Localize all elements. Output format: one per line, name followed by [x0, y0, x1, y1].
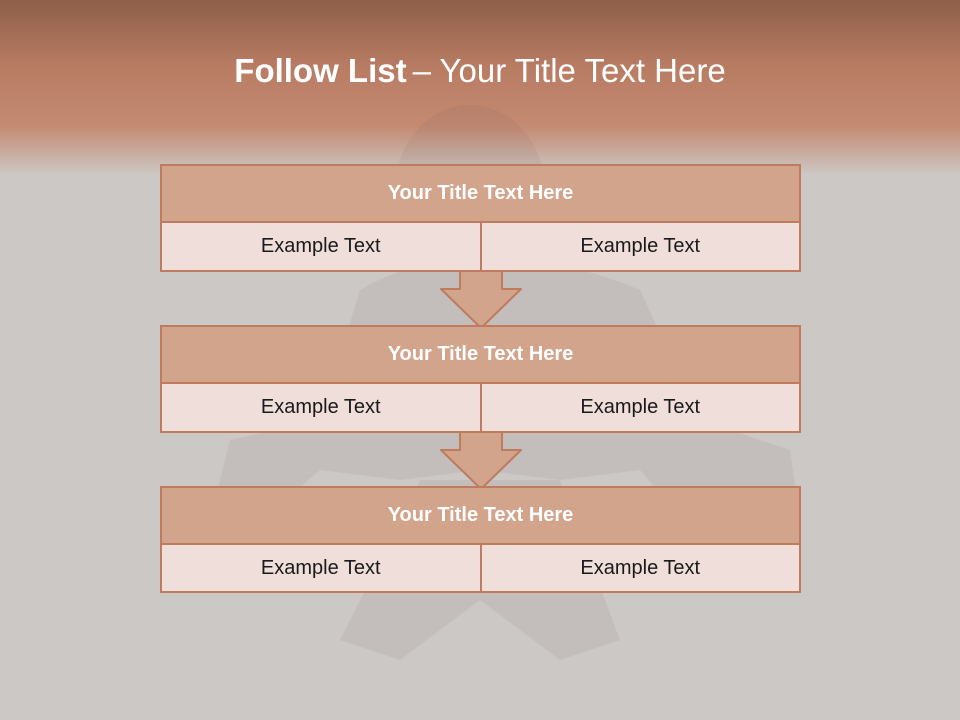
block-2-cell-left: Example Text — [260, 396, 381, 418]
slide-title: Follow List– Your Title Text Here — [0, 52, 960, 90]
list-block-3: Your Title Text Here Example Text Exampl… — [160, 486, 801, 593]
block-3-title: Your Title Text Here — [162, 488, 799, 545]
title-rest-text: – Your Title Text Here — [412, 52, 726, 89]
block-2-cell-right: Example Text — [479, 384, 800, 431]
block-1-row: Example Text Example Text — [162, 223, 799, 270]
block-2-title: Your Title Text Here — [162, 327, 799, 384]
block-1-cell-right: Example Text — [479, 223, 800, 270]
list-block-2: Your Title Text Here Example Text Exampl… — [160, 325, 801, 433]
down-arrow-icon-2 — [440, 431, 522, 490]
block-3-cell-right: Example Text — [479, 545, 800, 591]
down-arrow-icon-1 — [440, 270, 522, 329]
block-1-cell-left: Example Text — [260, 235, 381, 257]
header-band — [0, 0, 960, 175]
list-block-1: Your Title Text Here Example Text Exampl… — [160, 164, 801, 272]
block-3-row: Example Text Example Text — [162, 545, 799, 591]
title-bold-text: Follow List — [234, 52, 407, 89]
block-2-row: Example Text Example Text — [162, 384, 799, 431]
block-3-cell-left: Example Text — [260, 556, 381, 579]
block-1-title: Your Title Text Here — [162, 166, 799, 223]
